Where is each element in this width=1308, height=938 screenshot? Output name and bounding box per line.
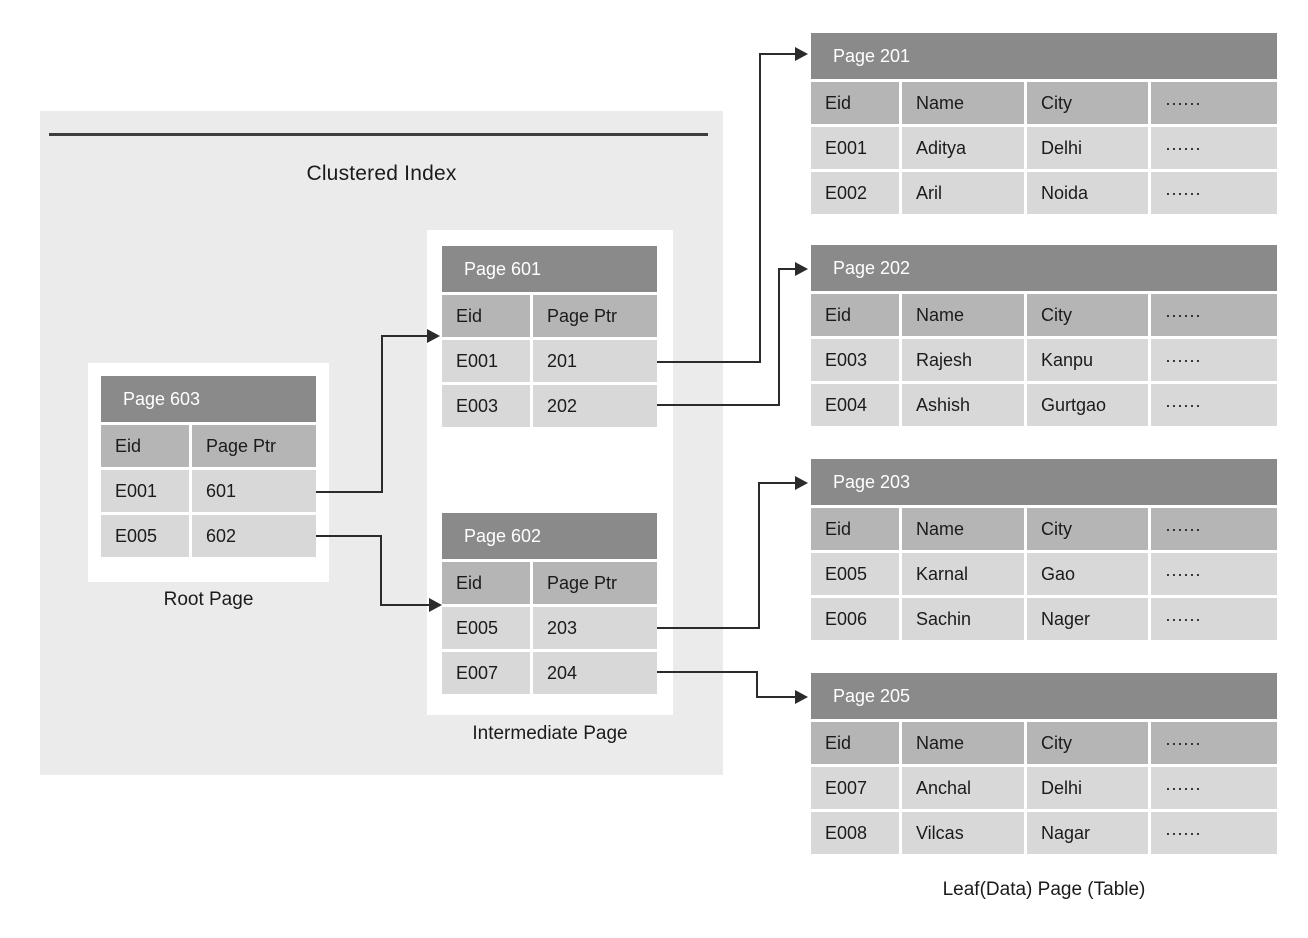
arrowhead-page205	[795, 690, 808, 704]
column-header-cell: Page Ptr	[533, 562, 657, 604]
data-cell: ······	[1151, 598, 1277, 640]
root-page-label: Root Page	[163, 589, 254, 610]
data-cell: Aditya	[902, 127, 1024, 169]
arrowhead-page203	[795, 476, 808, 490]
column-header-cell: Eid	[442, 562, 530, 604]
data-cell: Ashish	[902, 384, 1024, 426]
data-cell: E007	[442, 652, 530, 694]
column-header-cell: Eid	[101, 425, 189, 467]
data-cell: ······	[1151, 767, 1277, 809]
column-header-cell: Name	[902, 82, 1024, 124]
data-cell: Aril	[902, 172, 1024, 214]
diagram-title: Clustered Index	[306, 162, 457, 185]
data-cell: Vilcas	[902, 812, 1024, 854]
data-cell: ······	[1151, 127, 1277, 169]
column-header-cell: Name	[902, 722, 1024, 764]
data-cell: E003	[811, 339, 899, 381]
data-cell: Delhi	[1027, 127, 1148, 169]
data-cell: E005	[442, 607, 530, 649]
page-205-title-bar: Page 205	[811, 673, 1277, 719]
page-601-title-bar: Page 601	[442, 246, 657, 292]
data-cell: 203	[533, 607, 657, 649]
data-cell: E005	[811, 553, 899, 595]
column-header-cell: Eid	[442, 295, 530, 337]
column-header-cell: ······	[1151, 722, 1277, 764]
data-cell: E006	[811, 598, 899, 640]
data-cell: Gao	[1027, 553, 1148, 595]
data-cell: E008	[811, 812, 899, 854]
page-602-title-bar: Page 602	[442, 513, 657, 559]
data-cell: E007	[811, 767, 899, 809]
column-header-cell: Page Ptr	[192, 425, 316, 467]
data-cell: 201	[533, 340, 657, 382]
data-cell: Gurtgao	[1027, 384, 1148, 426]
data-cell: 204	[533, 652, 657, 694]
data-cell: ······	[1151, 812, 1277, 854]
page-603-title-bar: Page 603	[101, 376, 316, 422]
data-cell: E005	[101, 515, 189, 557]
data-cell: 202	[533, 385, 657, 427]
arrowhead-page202	[795, 262, 808, 276]
column-header-cell: Name	[902, 294, 1024, 336]
column-header-cell: Eid	[811, 82, 899, 124]
data-cell: E001	[442, 340, 530, 382]
data-cell: 601	[192, 470, 316, 512]
column-header-cell: City	[1027, 722, 1148, 764]
column-header-cell: Eid	[811, 294, 899, 336]
column-header-cell: ······	[1151, 508, 1277, 550]
divider-rule	[49, 133, 708, 136]
column-header-cell: ······	[1151, 82, 1277, 124]
intermediate-page-label: Intermediate Page	[472, 723, 628, 744]
data-cell: Kanpu	[1027, 339, 1148, 381]
data-cell: E002	[811, 172, 899, 214]
data-cell: Karnal	[902, 553, 1024, 595]
leaf-page-caption: Leaf(Data) Page (Table)	[942, 879, 1146, 900]
data-cell: E004	[811, 384, 899, 426]
data-cell: ······	[1151, 172, 1277, 214]
data-cell: Anchal	[902, 767, 1024, 809]
data-cell: E001	[811, 127, 899, 169]
data-cell: Nager	[1027, 598, 1148, 640]
data-cell: Sachin	[902, 598, 1024, 640]
column-header-cell: Name	[902, 508, 1024, 550]
arrowhead-page201	[795, 47, 808, 61]
page-202-title-bar: Page 202	[811, 245, 1277, 291]
column-header-cell: Eid	[811, 508, 899, 550]
data-cell: Noida	[1027, 172, 1148, 214]
page-203-title-bar: Page 203	[811, 459, 1277, 505]
data-cell: Nagar	[1027, 812, 1148, 854]
column-header-cell: ······	[1151, 294, 1277, 336]
data-cell: 602	[192, 515, 316, 557]
data-cell: E001	[101, 470, 189, 512]
page-201-title-bar: Page 201	[811, 33, 1277, 79]
column-header-cell: Page Ptr	[533, 295, 657, 337]
column-header-cell: City	[1027, 82, 1148, 124]
data-cell: Rajesh	[902, 339, 1024, 381]
data-cell: ······	[1151, 339, 1277, 381]
column-header-cell: City	[1027, 294, 1148, 336]
column-header-cell: Eid	[811, 722, 899, 764]
data-cell: ······	[1151, 384, 1277, 426]
column-header-cell: City	[1027, 508, 1148, 550]
data-cell: E003	[442, 385, 530, 427]
data-cell: Delhi	[1027, 767, 1148, 809]
data-cell: ······	[1151, 553, 1277, 595]
